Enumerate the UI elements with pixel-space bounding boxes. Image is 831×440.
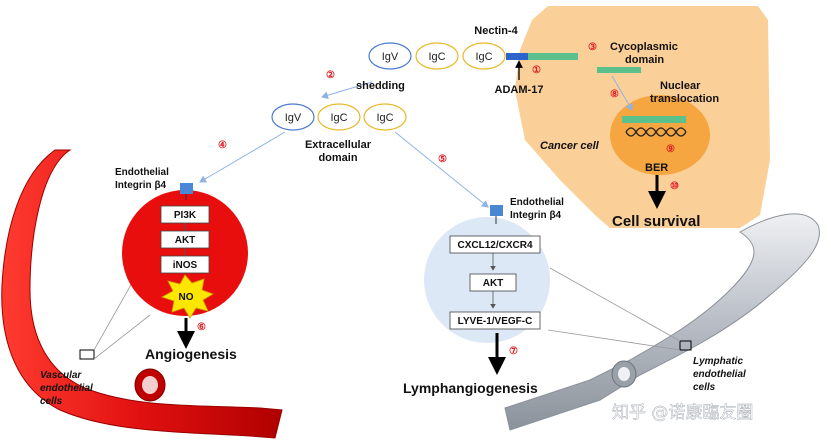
step-8: ⑧ — [610, 89, 619, 100]
nectin4-label: Nectin-4 — [474, 25, 518, 37]
pathway-pi3k-label: PI3K — [174, 210, 197, 221]
extracellular-label-1: Extracellular — [305, 139, 372, 151]
step-9: ⑨ — [666, 144, 675, 155]
step-6: ⑥ — [197, 322, 206, 333]
step-7: ⑦ — [509, 346, 518, 357]
lymphatic-label-3: cells — [693, 382, 716, 393]
ext-domain-igv — [271, 103, 315, 131]
to-vascular-arrow — [199, 131, 286, 183]
pathway-cxcl12-label: CXCL12/CXCR4 — [457, 240, 532, 251]
top-domain-igc-2-label: IgC — [475, 51, 492, 63]
ext-domain-igc-1 — [317, 103, 361, 131]
top-domain-igv-label: IgV — [382, 51, 399, 63]
shedding-label: shedding — [356, 80, 405, 92]
top-domain-igc-1-label: IgC — [428, 51, 445, 63]
nuclear-membrane-bar — [622, 116, 686, 123]
pathway-no-label: NO — [179, 292, 194, 303]
no-burst — [161, 274, 214, 319]
pathway-akt-right-label: AKT — [483, 278, 504, 289]
vascular-zoom-box — [79, 349, 95, 360]
transmembrane-segment — [506, 53, 528, 60]
nuclear-label-1: Nuclear — [660, 80, 701, 92]
lymphatic-zoom-box — [679, 340, 692, 351]
lymphangiogenesis-label: Lymphangiogenesis — [403, 380, 538, 396]
vascular-integrin-label-1: Endothelial — [115, 167, 169, 178]
lymphatic-integrin-label-1: Endothelial — [510, 197, 564, 208]
cytoplasmic-label-1: Cycoplasmic — [610, 41, 678, 53]
pathway-akt-left-label: AKT — [175, 235, 196, 246]
step-10: ⑩ — [670, 181, 679, 192]
top-domain-igc-1 — [415, 42, 459, 70]
pathway-box-cxcl12 — [449, 235, 541, 254]
top-domain-igv — [368, 42, 412, 70]
pathway-inos-label: iNOS — [173, 260, 198, 271]
lymphatic-label-2: endothelial — [693, 369, 746, 380]
ber-label: BER — [645, 162, 668, 174]
step-1: ① — [532, 65, 541, 76]
angiogenesis-label: Angiogenesis — [145, 346, 237, 362]
to-lymphatic-arrow — [394, 131, 489, 208]
nuclear-translocation-arrow — [611, 75, 633, 111]
step-5: ⑤ — [438, 154, 447, 165]
pathway-box-inos — [160, 255, 210, 274]
vascular-integrin-receptor — [180, 183, 193, 194]
cytoplasmic-domain-bar — [528, 53, 578, 60]
step-4: ④ — [218, 140, 227, 151]
vascular-integrin-label-2: Integrin β4 — [115, 180, 167, 191]
blood-vessel — [1, 149, 283, 439]
watermark: 知乎 @诺康臨友圈 — [612, 403, 753, 423]
nuclear-label-2: translocation — [650, 93, 719, 105]
ext-domain-igc-2-label: IgC — [376, 112, 393, 124]
step-3: ③ — [588, 42, 597, 53]
adam17-label: ADAM-17 — [495, 84, 544, 96]
pathway-lyve1-label: LYVE-1/VEGF-C — [458, 316, 533, 327]
nucleus — [610, 95, 710, 175]
lymphatic-vessel — [504, 213, 820, 431]
cell-survival-label: Cell survival — [612, 213, 700, 230]
cytoplasmic-label-2: domain — [625, 54, 664, 66]
lymphatic-integrin-receptor — [490, 205, 503, 216]
top-domain-igc-2 — [462, 42, 506, 70]
ext-domain-igv-label: IgV — [285, 112, 302, 124]
ext-domain-igc-2 — [363, 103, 407, 131]
lymphatic-integrin-label-2: Integrin β4 — [510, 210, 562, 221]
ext-domain-igc-1-label: IgC — [330, 112, 347, 124]
cancer-cell-label: Cancer cell — [540, 140, 600, 152]
vascular-label-3: cells — [40, 396, 63, 407]
lymphatic-label-1: Lymphatic — [693, 356, 743, 367]
vascular-label-2: endothelial — [40, 383, 93, 394]
step-2: ② — [326, 70, 335, 81]
pathway-box-lyve1 — [449, 311, 541, 330]
cleaved-cytoplasmic-bar — [597, 67, 641, 73]
extracellular-label-2: domain — [318, 152, 357, 164]
shedding-arrow — [321, 81, 373, 100]
vascular-label-1: Vascular — [40, 370, 82, 381]
